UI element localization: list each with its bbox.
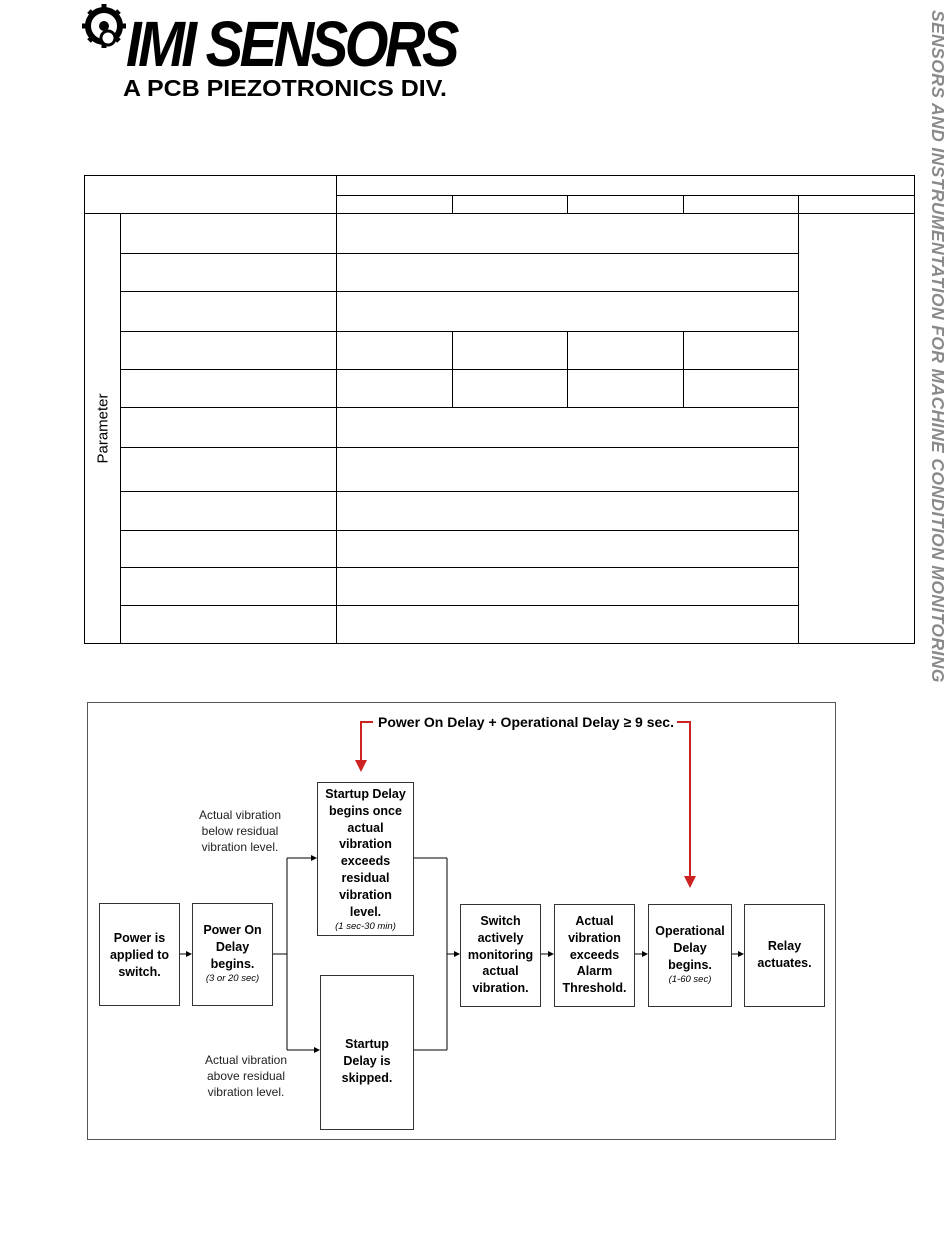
parameter-label-text: Parameter xyxy=(94,393,112,464)
condition-above-residual: Actual vibration above residual vibratio… xyxy=(204,1053,288,1099)
svg-text:A PCB PIEZOTRONICS DIV.: A PCB PIEZOTRONICS DIV. xyxy=(123,75,447,100)
delay-flow-diagram xyxy=(87,702,836,1140)
parameter-column-label: Parameter xyxy=(86,214,120,643)
step-operational-delay: Operational Delay begins. (1-60 sec) xyxy=(648,904,732,1007)
step-vibration-exceeds: Actual vibration exceeds Alarm Threshold… xyxy=(554,904,635,1007)
delay-rule-headline: Power On Delay + Operational Delay ≥ 9 s… xyxy=(378,714,674,730)
step-startup-delay: Startup Delay begins once actual vibrati… xyxy=(317,782,414,936)
parameter-table xyxy=(84,175,915,644)
gear-logo-icon xyxy=(82,4,126,48)
step-startup-skipped: Startup Delay is skipped. xyxy=(320,975,414,1130)
imi-sensors-logo: IMI SENSORS A PCB PIEZOTRONICS DIV. xyxy=(82,4,462,100)
svg-text:IMI SENSORS: IMI SENSORS xyxy=(126,8,460,80)
step-power-applied: Power is applied to switch. xyxy=(99,903,180,1006)
step-power-on-delay: Power On Delay begins. (3 or 20 sec) xyxy=(192,903,273,1006)
step-switch-monitoring: Switch actively monitoring actual vibrat… xyxy=(460,904,541,1007)
step-relay-actuates: Relay actuates. xyxy=(744,904,825,1007)
condition-below-residual: Actual vibration below residual vibratio… xyxy=(198,808,282,854)
side-banner: SENSORS AND INSTRUMENTATION FOR MACHINE … xyxy=(928,10,948,683)
